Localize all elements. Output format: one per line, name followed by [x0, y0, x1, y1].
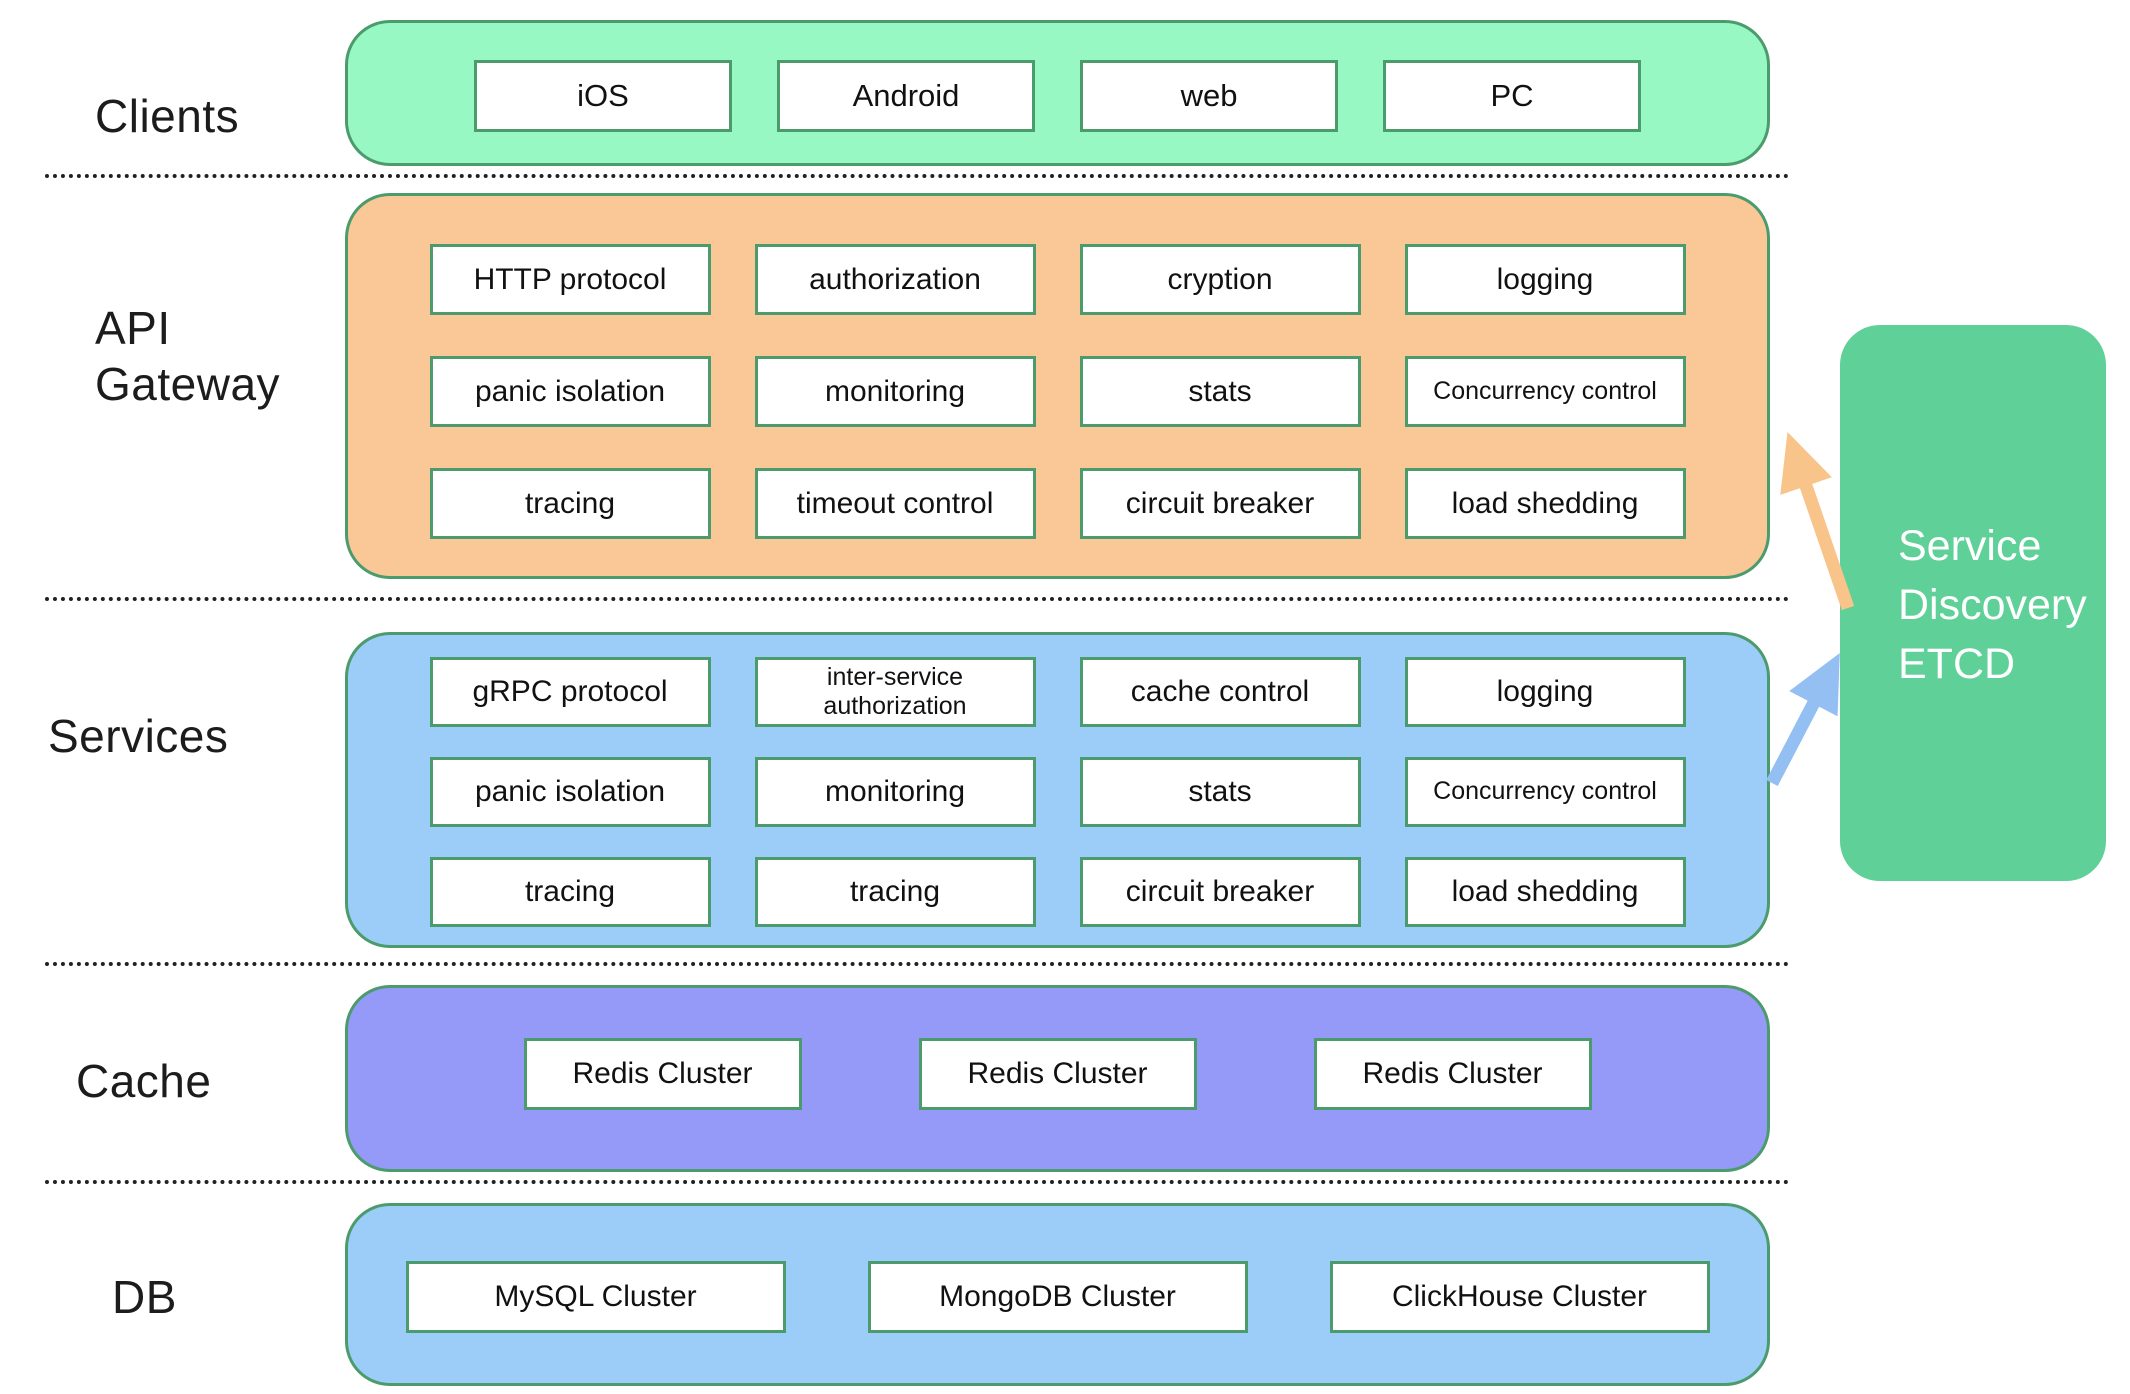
gateway-pill-concurrency-control: Concurrency control	[1404, 356, 1686, 427]
gateway-pill-stats: stats	[1079, 356, 1361, 427]
service-pill-tracing-1: tracing	[429, 857, 711, 927]
db-layer-box: MySQL Cluster MongoDB Cluster ClickHouse…	[345, 1203, 1770, 1386]
service-discovery-etcd-box: Service Discovery ETCD	[1840, 325, 2106, 881]
gateway-pill-http-protocol: HTTP protocol	[429, 244, 711, 315]
services-layer-box: gRPC protocol inter-service authorizatio…	[345, 632, 1770, 948]
db-label: DB	[112, 1271, 177, 1323]
gateway-pill-timeout-control: timeout control	[754, 468, 1036, 539]
client-pill-ios: iOS	[474, 60, 732, 132]
db-pill-mongodb: MongoDB Cluster	[867, 1261, 1248, 1333]
separator-services-cache	[45, 962, 1790, 966]
cache-layer-box: Redis Cluster Redis Cluster Redis Cluste…	[345, 985, 1770, 1172]
clients-layer-box: iOS Android web PC	[345, 20, 1770, 166]
service-pill-concurrency-control: Concurrency control	[1404, 757, 1686, 827]
service-pill-monitoring: monitoring	[754, 757, 1036, 827]
clients-label: Clients	[95, 90, 240, 142]
gateway-pill-tracing: tracing	[429, 468, 711, 539]
service-pill-stats: stats	[1079, 757, 1361, 827]
client-pill-pc: PC	[1383, 60, 1641, 132]
separator-clients-gateway	[45, 174, 1790, 178]
service-pill-tracing-2: tracing	[754, 857, 1036, 927]
service-pill-load-shedding: load shedding	[1404, 857, 1686, 927]
cache-pill-redis-1: Redis Cluster	[523, 1038, 802, 1110]
arrow-services-to-etcd	[1766, 653, 1840, 787]
gateway-pill-logging: logging	[1404, 244, 1686, 315]
services-label: Services	[48, 710, 229, 762]
api-gateway-layer-box: HTTP protocol authorization cryption log…	[345, 193, 1770, 579]
separator-cache-db	[45, 1180, 1790, 1184]
service-pill-circuit-breaker: circuit breaker	[1079, 857, 1361, 927]
db-pill-clickhouse: ClickHouse Cluster	[1329, 1261, 1710, 1333]
gateway-pill-authorization: authorization	[754, 244, 1036, 315]
gateway-pill-circuit-breaker: circuit breaker	[1079, 468, 1361, 539]
service-pill-cache-control: cache control	[1079, 657, 1361, 727]
gateway-pill-load-shedding: load shedding	[1404, 468, 1686, 539]
db-pill-mysql: MySQL Cluster	[405, 1261, 786, 1333]
cache-label: Cache	[76, 1055, 212, 1107]
service-discovery-etcd-label: Service Discovery ETCD	[1898, 522, 2087, 688]
service-pill-logging: logging	[1404, 657, 1686, 727]
gateway-pill-monitoring: monitoring	[754, 356, 1036, 427]
service-pill-inter-service-authorization: inter-service authorization	[754, 657, 1036, 727]
gateway-pill-cryption: cryption	[1079, 244, 1361, 315]
service-pill-panic-isolation: panic isolation	[429, 757, 711, 827]
gateway-pill-panic-isolation: panic isolation	[429, 356, 711, 427]
service-pill-grpc-protocol: gRPC protocol	[429, 657, 711, 727]
api-gateway-label: API Gateway	[95, 302, 281, 411]
client-pill-web: web	[1080, 60, 1338, 132]
cache-pill-redis-3: Redis Cluster	[1313, 1038, 1592, 1110]
client-pill-android: Android	[777, 60, 1035, 132]
cache-pill-redis-2: Redis Cluster	[918, 1038, 1197, 1110]
separator-gateway-services	[45, 597, 1790, 601]
